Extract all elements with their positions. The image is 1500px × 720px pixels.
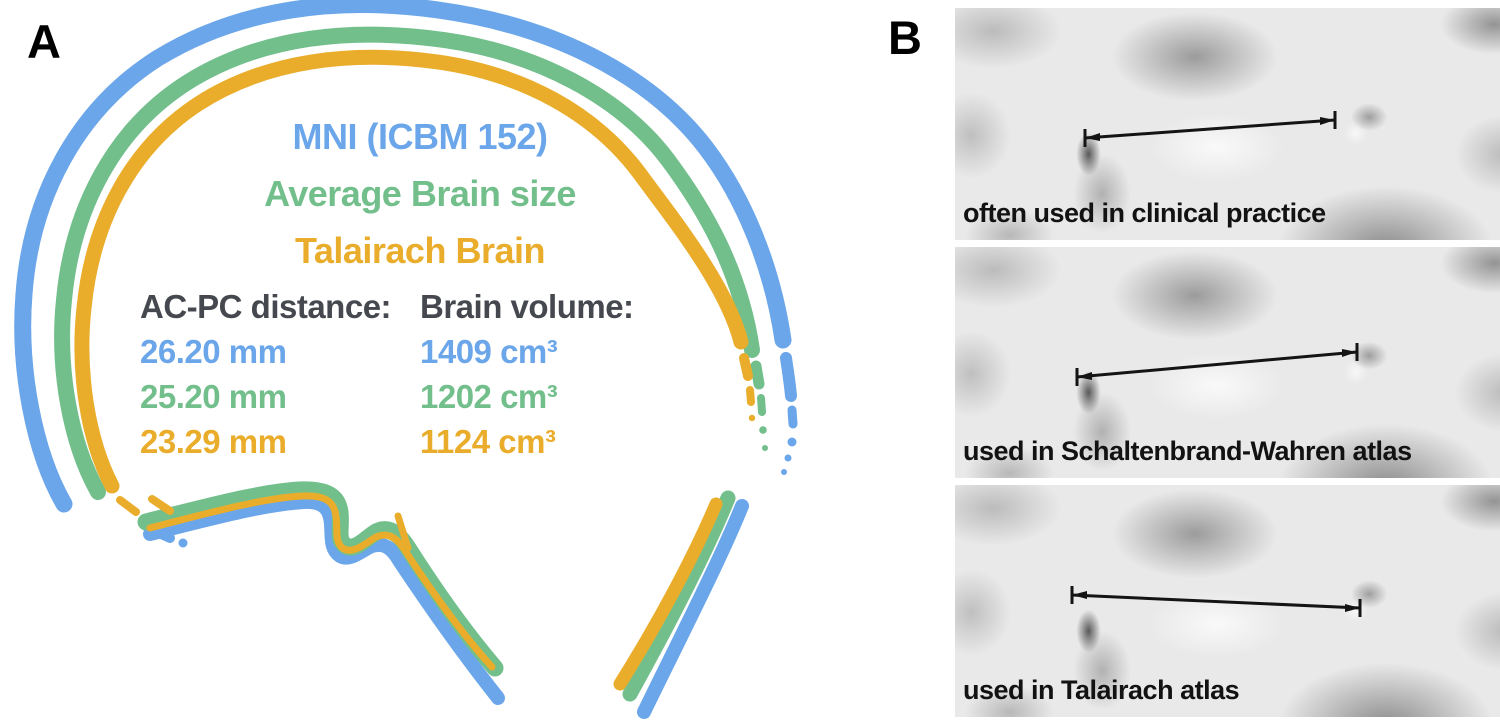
brain-volume-header: Brain volume:	[420, 288, 634, 325]
volume-value-average: 1202 cm³	[420, 378, 558, 415]
mri-label-schaltenbrand: used in Schaltenbrand-Wahren atlas	[963, 436, 1412, 466]
legend-talairach: Talairach Brain	[295, 230, 545, 271]
volume-value-mni: 1409 cm³	[420, 333, 558, 370]
acpc-value-talairach: 23.29 mm	[140, 423, 287, 460]
mri-strip-schaltenbrand: used in Schaltenbrand-Wahren atlas	[955, 247, 1500, 478]
mri-label-clinical: often used in clinical practice	[963, 198, 1326, 228]
talairach-brain-contour	[74, 49, 756, 691]
average-brain-contour	[54, 26, 768, 702]
panel-a: A	[14, 0, 798, 719]
mri-image	[955, 8, 1500, 240]
panel-b-letter: B	[888, 11, 922, 64]
mri-strip-talairach: used in Talairach atlas	[955, 485, 1500, 717]
acpc-line-clinical	[1083, 111, 1337, 147]
acpc-value-average: 25.20 mm	[140, 378, 287, 415]
acpc-distance-header: AC-PC distance:	[140, 288, 392, 325]
measurements-table: AC-PC distance: Brain volume: 26.20 mm 1…	[140, 288, 634, 468]
mri-label-talairach: used in Talairach atlas	[963, 675, 1240, 705]
acpc-value-mni: 26.20 mm	[140, 333, 287, 370]
legend-average: Average Brain size	[264, 173, 576, 214]
acpc-line-schaltenbrand	[1075, 343, 1359, 386]
legend-mni: MNI (ICBM 152)	[292, 116, 548, 157]
mri-image	[955, 485, 1500, 717]
acpc-line-talairach	[1070, 586, 1362, 617]
legend: MNI (ICBM 152) Average Brain size Talair…	[200, 108, 640, 279]
mri-strip-clinical: often used in clinical practice	[955, 8, 1500, 240]
panel-a-letter: A	[27, 15, 61, 68]
brain-outline-graphic	[14, 0, 798, 719]
volume-value-talairach: 1124 cm³	[420, 423, 556, 460]
